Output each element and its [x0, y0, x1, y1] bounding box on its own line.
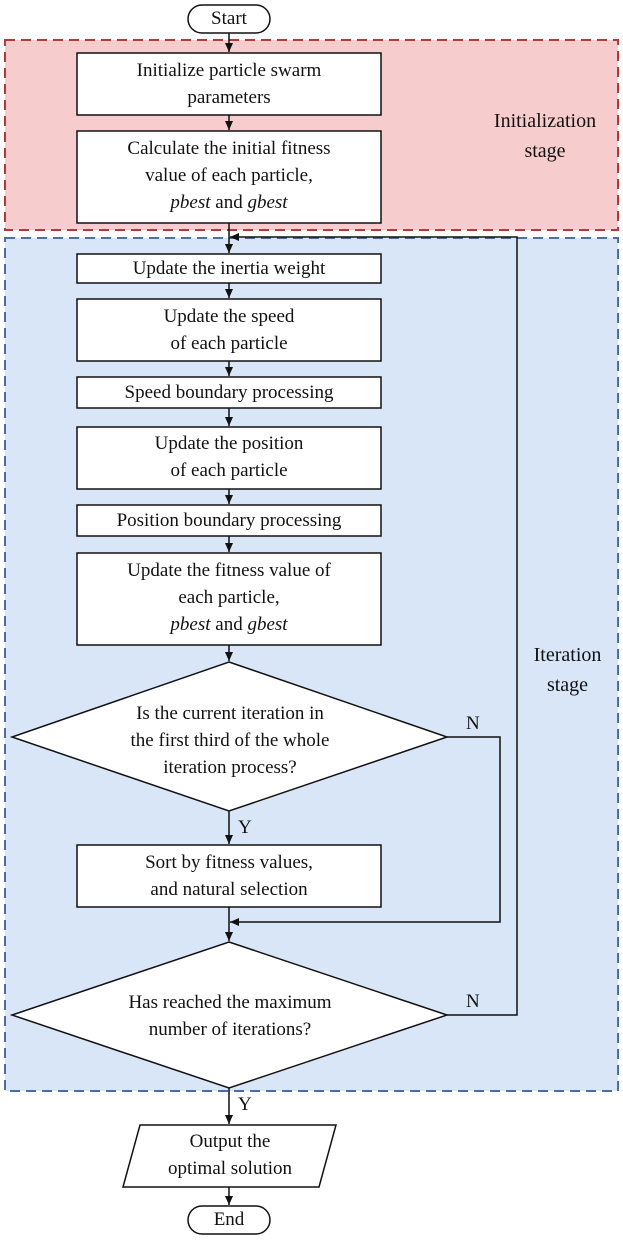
position-boundary-box: [76, 504, 382, 537]
calc-fitness-box: [76, 130, 382, 224]
start-label: Start: [211, 8, 247, 29]
update-fitness-box: [76, 552, 382, 646]
init-params-box: [76, 52, 382, 116]
update-inertia-label: Update the inertia weight: [132, 258, 326, 279]
branch-max-yes: Y: [238, 1094, 252, 1115]
decision-max-iterations-label: Has reached the maximum number of iterat…: [128, 992, 332, 1040]
position-boundary-label: Position boundary processing: [116, 510, 342, 531]
branch-third-yes: Y: [238, 817, 252, 838]
init-params-label: Initialize particle swarm parameters: [136, 60, 322, 108]
gbest-var: gbest: [247, 192, 288, 213]
output-parallelogram: [122, 1124, 337, 1188]
branch-third-no: N: [466, 713, 480, 734]
sort-select-box: [76, 844, 382, 908]
end-terminal: [187, 1205, 271, 1235]
update-position-box: [76, 426, 382, 490]
update-inertia-box: [76, 253, 382, 284]
arrow-decision2-no-loop: [230, 233, 518, 1016]
pbest-var-2: pbest: [170, 614, 211, 635]
update-fitness-label: Update the fitness value of each particl…: [127, 560, 331, 635]
update-speed-box: [76, 298, 382, 362]
decision-first-third-label: Is the current iteration in the first th…: [130, 703, 330, 778]
sort-select-label: Sort by fitness values, and natural sele…: [145, 852, 313, 900]
end-label: End: [213, 1209, 245, 1230]
calc-fitness-label: Calculate the initial fitness value of e…: [127, 138, 331, 213]
pbest-var: pbest: [170, 192, 211, 213]
update-speed-label: Update the speed of each particle: [163, 306, 295, 354]
gbest-var-2: gbest: [247, 614, 288, 635]
iteration-stage-label: Iteration stage: [533, 644, 602, 696]
initialization-stage-label: Initialization stage: [493, 110, 597, 162]
output-label: Output the optimal solution: [167, 1131, 293, 1179]
update-position-label: Update the position of each particle: [154, 433, 304, 481]
arrow-decision1-no-bypass: [230, 736, 501, 926]
speed-boundary-box: [76, 376, 382, 409]
speed-boundary-label: Speed boundary processing: [124, 382, 334, 403]
branch-max-no: N: [466, 991, 480, 1012]
